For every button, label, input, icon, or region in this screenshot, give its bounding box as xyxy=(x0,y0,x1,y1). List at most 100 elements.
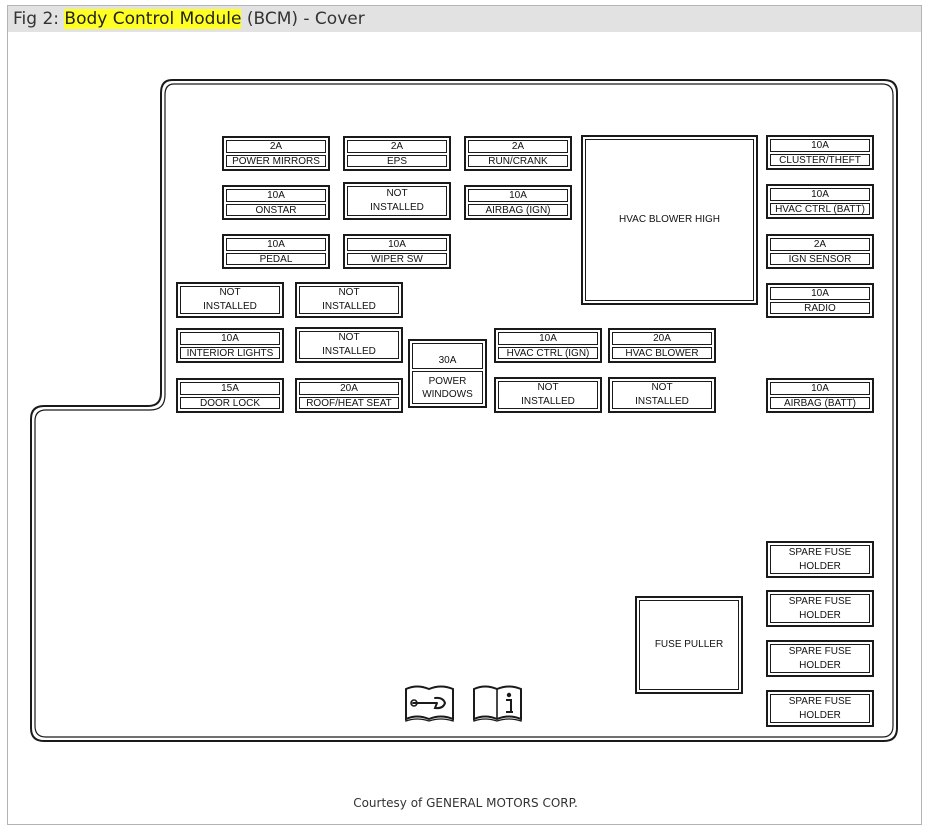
fuse-hvac-ctrl-batt: 10A HVAC CTRL (BATT) xyxy=(766,184,874,219)
fuse-label-line1: NOT xyxy=(651,382,673,393)
info-book-icon xyxy=(473,685,522,722)
fuse-eps: 2A EPS xyxy=(343,136,451,171)
fuse-label: INTERIOR LIGHTS xyxy=(180,347,280,359)
fuse-amp: 30A xyxy=(412,343,483,369)
spare-label: SPARE FUSE HOLDER xyxy=(770,594,870,623)
spare-label-line2: HOLDER xyxy=(799,560,841,572)
fuse-label: NOT INSTALLED xyxy=(498,381,598,409)
fuse-label-line2: INSTALLED xyxy=(203,301,257,312)
fuse-label-line1: NOT xyxy=(386,188,408,199)
fuse-not-installed: NOT INSTALLED xyxy=(295,327,403,363)
fuse-puller-label: FUSE PULLER xyxy=(639,600,739,690)
fuse-label-line1: POWER xyxy=(428,375,467,387)
fuse-amp: 2A xyxy=(468,140,568,153)
figure-title: Fig 2: Body Control Module (BCM) - Cover xyxy=(8,6,921,32)
fuse-amp: 20A xyxy=(299,382,399,395)
fuse-label: NOT INSTALLED xyxy=(347,186,447,216)
fuse-cluster-theft: 10A CLUSTER/THEFT xyxy=(766,135,874,170)
fuse-amp: 15A xyxy=(180,382,280,395)
fuse-hvac-ctrl-ign: 10A HVAC CTRL (IGN) xyxy=(494,328,602,363)
fuse-label: POWER WINDOWS xyxy=(412,371,483,404)
fuse-amp: 10A xyxy=(468,189,568,202)
fuse-label-line2: INSTALLED xyxy=(322,346,376,357)
fuse-label-line1: NOT xyxy=(338,287,360,298)
fuse-amp: 10A xyxy=(770,188,870,201)
fuse-label: NOT INSTALLED xyxy=(180,286,280,314)
fuse-airbag-batt: 10A AIRBAG (BATT) xyxy=(766,378,874,413)
fuse-run-crank: 2A RUN/CRANK xyxy=(464,136,572,171)
fuse-amp: 2A xyxy=(226,140,326,153)
fuse-not-installed: NOT INSTALLED xyxy=(608,377,716,413)
fuse-label-line2: WINDOWS xyxy=(422,388,473,400)
fuse-radio: 10A RADIO xyxy=(766,283,874,318)
fuse-label-line1: NOT xyxy=(537,382,559,393)
fuse-label: ONSTAR xyxy=(226,204,326,216)
spare-label: SPARE FUSE HOLDER xyxy=(770,644,870,673)
spare-fuse-holder: SPARE FUSE HOLDER xyxy=(766,640,874,677)
fuse-hvac-blower: 20A HVAC BLOWER xyxy=(608,328,716,363)
spare-label-line1: SPARE FUSE xyxy=(788,546,852,558)
fuse-amp: 2A xyxy=(770,238,870,251)
fuse-label-line1: NOT xyxy=(219,287,241,298)
title-prefix: Fig 2: xyxy=(13,9,65,29)
fuse-amp: 10A xyxy=(770,382,870,395)
fuse-label-line2: INSTALLED xyxy=(521,396,575,407)
fuse-amp: 10A xyxy=(180,332,280,345)
fuse-label: ROOF/HEAT SEAT xyxy=(299,397,399,409)
courtesy-caption: Courtesy of GENERAL MOTORS CORP. xyxy=(353,796,578,810)
fuse-not-installed: NOT INSTALLED xyxy=(295,282,403,318)
spare-label-line2: HOLDER xyxy=(799,659,841,671)
fuse-label: POWER MIRRORS xyxy=(226,155,326,167)
wrench-book-icon xyxy=(405,685,454,722)
relay-hvac-blower-high: HVAC BLOWER HIGH xyxy=(581,135,758,305)
fuse-pedal: 10A PEDAL xyxy=(222,234,330,269)
fuse-label: CLUSTER/THEFT xyxy=(770,154,870,166)
fuse-door-lock: 15A DOOR LOCK xyxy=(176,378,284,413)
spare-label-line2: HOLDER xyxy=(799,709,841,721)
title-highlight: Body Control Module xyxy=(64,9,242,29)
fuse-label: AIRBAG (BATT) xyxy=(770,397,870,409)
fuse-label: RADIO xyxy=(770,302,870,314)
spare-label: SPARE FUSE HOLDER xyxy=(770,694,870,723)
fuse-amp: 10A xyxy=(770,139,870,152)
fuse-label: EPS xyxy=(347,155,447,167)
fuse-label: HVAC CTRL (BATT) xyxy=(770,203,870,215)
fuse-label: NOT INSTALLED xyxy=(299,286,399,314)
fuse-label: HVAC CTRL (IGN) xyxy=(498,347,598,359)
spare-fuse-holder: SPARE FUSE HOLDER xyxy=(766,541,874,578)
fuse-wiper-sw: 10A WIPER SW xyxy=(343,234,451,269)
fuse-amp: 2A xyxy=(347,140,447,153)
fuse-amp: 10A xyxy=(347,238,447,251)
spare-label-line1: SPARE FUSE xyxy=(788,645,852,657)
fuse-not-installed: NOT INSTALLED xyxy=(343,182,451,220)
fuse-label: RUN/CRANK xyxy=(468,155,568,167)
spare-label-line2: HOLDER xyxy=(799,609,841,621)
fuse-label: AIRBAG (IGN) xyxy=(468,204,568,216)
fuse-label: WIPER SW xyxy=(347,253,447,265)
fuse-label-line2: INSTALLED xyxy=(370,202,424,213)
spare-label-line1: SPARE FUSE xyxy=(788,695,852,707)
fuse-label: DOOR LOCK xyxy=(180,397,280,409)
fuse-puller: FUSE PULLER xyxy=(635,596,743,694)
fuse-interior-lights: 10A INTERIOR LIGHTS xyxy=(176,328,284,363)
fuse-amp: 10A xyxy=(498,332,598,345)
fuse-roof-heat-seat: 20A ROOF/HEAT SEAT xyxy=(295,378,403,413)
fuse-power-windows: 30A POWER WINDOWS xyxy=(408,339,487,408)
fuse-amp: 10A xyxy=(226,238,326,251)
fuse-amp: 20A xyxy=(612,332,712,345)
fuse-label: NOT INSTALLED xyxy=(299,331,399,359)
fuse-airbag-ign: 10A AIRBAG (IGN) xyxy=(464,185,572,220)
fuse-label: IGN SENSOR xyxy=(770,253,870,265)
fuse-ign-sensor: 2A IGN SENSOR xyxy=(766,234,874,269)
fuse-amp: 10A xyxy=(226,189,326,202)
fuse-label-line2: INSTALLED xyxy=(322,301,376,312)
fuse-label: HVAC BLOWER xyxy=(612,347,712,359)
fuse-label-line2: INSTALLED xyxy=(635,396,689,407)
title-suffix: (BCM) - Cover xyxy=(241,9,365,29)
spare-label-line1: SPARE FUSE xyxy=(788,595,852,607)
relay-label: HVAC BLOWER HIGH xyxy=(585,139,754,301)
fuse-onstar: 10A ONSTAR xyxy=(222,185,330,220)
spare-fuse-holder: SPARE FUSE HOLDER xyxy=(766,590,874,627)
spare-label: SPARE FUSE HOLDER xyxy=(770,545,870,574)
